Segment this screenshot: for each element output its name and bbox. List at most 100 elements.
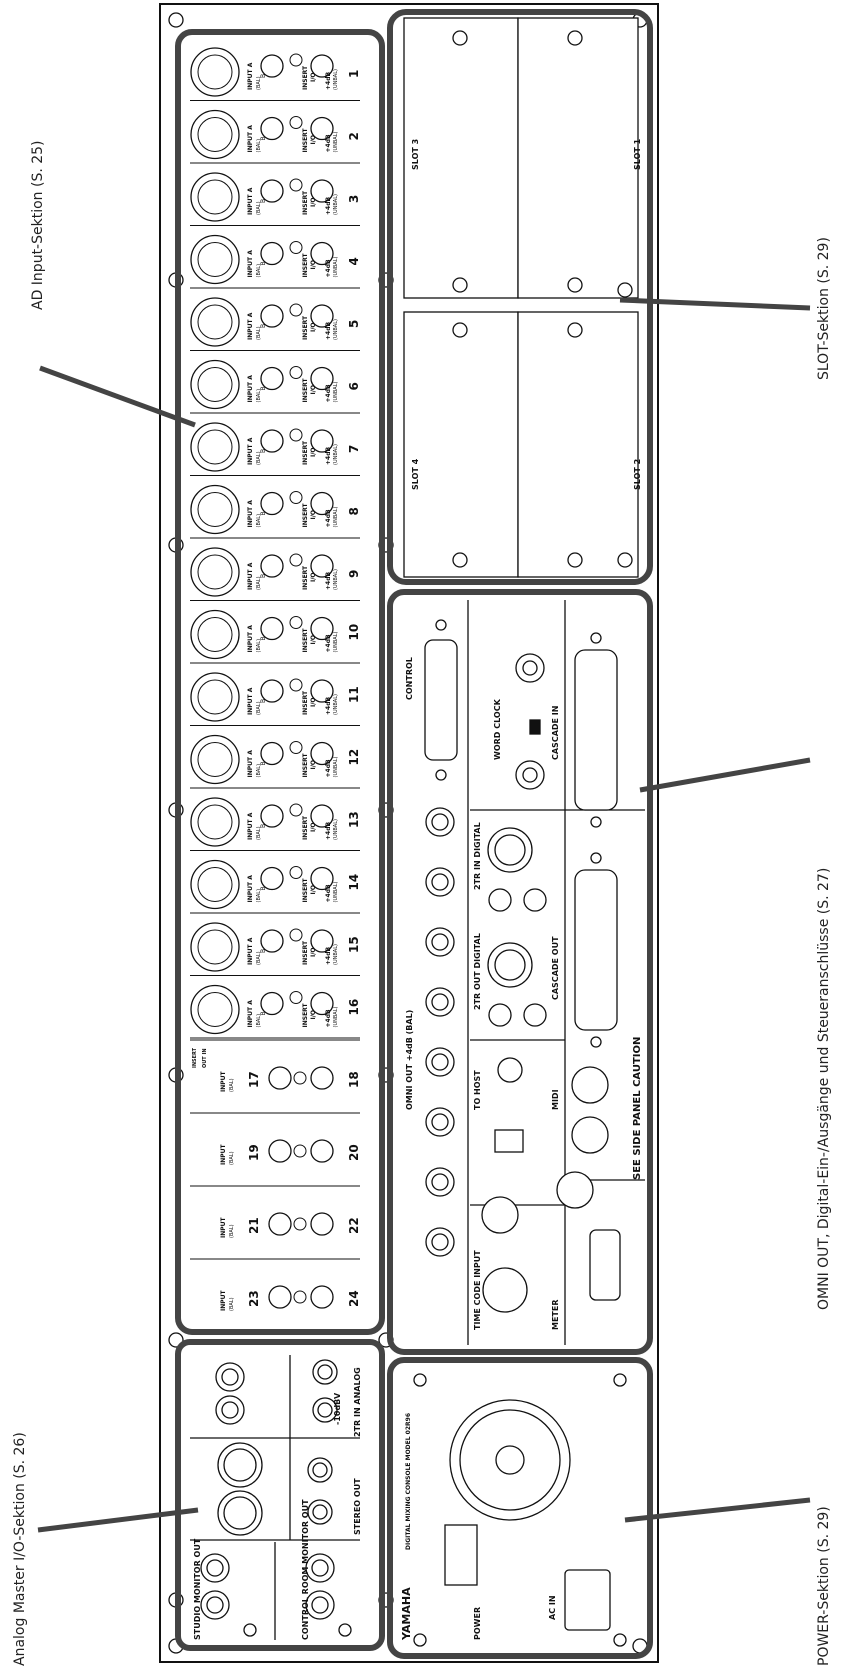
insert-label-4: INSERT	[302, 252, 309, 277]
channel-number-18: 18	[347, 1071, 361, 1088]
channel-number-24: 24	[347, 1290, 361, 1307]
unbal-label-13: (UNBAL)	[333, 819, 339, 840]
screw-14	[289, 866, 303, 879]
bal-label-15: (BAL)	[256, 951, 262, 965]
control-room-monitor-out-label: CONTROL ROOM MONITOR OUT	[301, 1499, 310, 1640]
plus4db-label-5: +4dB	[325, 322, 332, 340]
insert-label-5: INSERT	[302, 315, 309, 340]
channel-number-22: 22	[347, 1217, 361, 1234]
xlr-input-a-inner-10	[197, 617, 233, 652]
screw-9	[289, 553, 303, 567]
callout-power: POWER-Sektion (S. 29)	[816, 1506, 832, 1666]
input-b-jack-1	[260, 54, 284, 78]
insert-label-2: INSERT	[302, 127, 309, 152]
b-label-7: B	[260, 449, 267, 453]
insert-label-12: INSERT	[302, 752, 309, 777]
input-a-label-9: INPUT A	[247, 562, 254, 590]
plus4db-label-6: +4dB	[325, 384, 332, 402]
bal-label-10: (BAL)	[256, 639, 262, 653]
xlr-input-a-inner-16	[197, 992, 233, 1027]
screw-10	[289, 616, 303, 629]
omni-out-jacks	[425, 807, 455, 1257]
screw-16	[289, 991, 303, 1004]
control-connector	[424, 619, 458, 781]
plus4db-label-1: +4dB	[325, 72, 332, 90]
insert-label-7: INSERT	[302, 440, 309, 465]
insert-jack-5	[310, 304, 334, 328]
bal-label-13: (BAL)	[256, 826, 262, 840]
insert-label-10: INSERT	[302, 627, 309, 652]
unbal-label-9: (UNBAL)	[333, 569, 339, 590]
input-a-label-14: INPUT A	[247, 875, 254, 903]
insert-jack-4	[310, 241, 334, 266]
channel-number-12: 12	[347, 749, 361, 766]
input-jack-19	[268, 1139, 292, 1163]
callout-slot: SLOT-Sektion (S. 29)	[816, 237, 832, 380]
xlr-input-a-inner-3	[197, 179, 233, 215]
channel-number-4: 4	[347, 257, 361, 265]
unbal-label-1: (UNBAL)	[333, 69, 339, 90]
plus4db-label-11: +4dB	[325, 697, 332, 715]
insert-label-8: INSERT	[302, 502, 309, 527]
b-label-8: B	[260, 511, 267, 515]
bal-label-9: (BAL)	[256, 576, 262, 590]
io-label-11: I/O	[310, 697, 317, 707]
b-label-14: B	[260, 886, 267, 890]
xlr-input-a-inner-11	[197, 679, 233, 715]
input-jack-23	[268, 1285, 292, 1309]
channel-number-1: 1	[347, 70, 361, 78]
bal-label-11: (BAL)	[256, 701, 262, 715]
plus4db-label-14: +4dB	[325, 884, 332, 902]
xlr-input-a-inner-6	[197, 367, 233, 402]
b-label-6: B	[260, 386, 267, 390]
channel-number-11: 11	[347, 686, 361, 703]
io-label-5: I/O	[310, 322, 317, 332]
insert-jack-12	[310, 741, 334, 766]
channel-number-8: 8	[347, 507, 361, 515]
insert-jack-16	[310, 991, 334, 1016]
b-label-4: B	[260, 261, 267, 265]
bal-label-7: (BAL)	[256, 451, 262, 465]
input-b-jack-4	[260, 241, 284, 266]
cascade-connectors	[574, 632, 618, 1048]
channel-number-2: 2	[347, 132, 361, 140]
io-label-7: I/O	[310, 447, 317, 457]
b-label-16: B	[260, 1011, 267, 1015]
stereo-out-label: STEREO OUT	[353, 1478, 362, 1535]
input-label-17: INPUT	[220, 1070, 227, 1092]
channel-number-21: 21	[247, 1217, 261, 1234]
channel-number-17: 17	[247, 1071, 261, 1088]
io-label-15: I/O	[310, 947, 317, 957]
input-b-jack-7	[260, 429, 284, 453]
screw-5	[289, 303, 303, 317]
channel-number-16: 16	[347, 999, 361, 1016]
to-host-label: TO HOST	[473, 1070, 482, 1110]
io-label-10: I/O	[310, 635, 317, 645]
input-a-label-13: INPUT A	[247, 812, 254, 840]
time-code-input-label: TIME CODE INPUT	[473, 1250, 482, 1330]
bal-label-16: (BAL)	[256, 1014, 262, 1028]
unbal-label-11: (UNBAL)	[333, 694, 339, 715]
plus4db-label-3: +4dB	[325, 197, 332, 215]
unbal-label-16: (UNBAL)	[333, 1007, 339, 1028]
insert-jack-3	[310, 179, 334, 203]
io-label-9: I/O	[310, 572, 317, 582]
screw-3	[289, 178, 303, 192]
b-label-5: B	[260, 324, 267, 328]
xlr-input-a-inner-1	[197, 54, 233, 90]
two-tr-out-digital-label: 2TR OUT DIGITAL	[473, 933, 482, 1010]
input-b-jack-3	[260, 179, 284, 203]
callout-lines	[37, 297, 811, 1533]
input-jack-22	[310, 1212, 334, 1236]
input-bal-label-19: (BAL)	[229, 1151, 235, 1165]
b-label-12: B	[260, 761, 267, 765]
input-jack-21	[268, 1212, 292, 1236]
io-label-12: I/O	[310, 760, 317, 770]
unbal-label-3: (UNBAL)	[333, 194, 339, 215]
two-tr-digital-connectors	[487, 827, 547, 1027]
input-b-jack-14	[260, 866, 284, 891]
input-a-label-1: INPUT A	[247, 62, 254, 90]
cascade-out-label: CASCADE OUT	[551, 936, 560, 1000]
